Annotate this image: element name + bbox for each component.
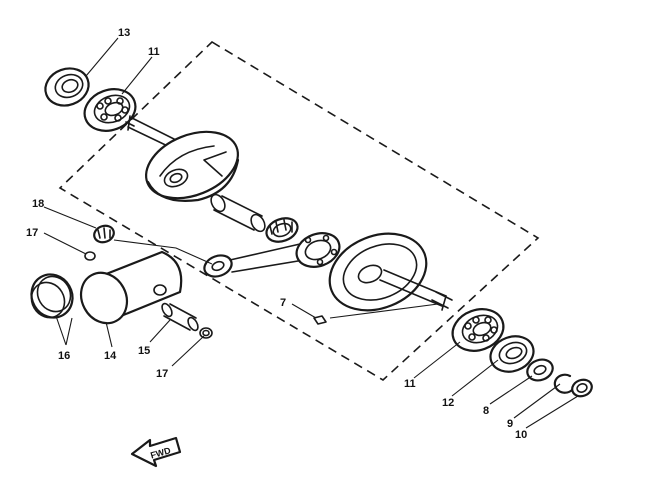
connecting-rod: [203, 232, 341, 278]
part-15-piston-pin: [161, 302, 199, 332]
forward-arrow-icon: FWD: [130, 436, 182, 468]
part-7-key: [313, 315, 327, 325]
part-8-washer: [526, 358, 554, 382]
callout-16: 16: [58, 350, 70, 362]
callout-17-lower: 17: [156, 368, 168, 380]
callout-11-lower: 11: [404, 378, 416, 390]
callout-12: 12: [442, 397, 454, 409]
callout-7: 7: [280, 297, 286, 309]
part-11-ball-bearing-upper: [83, 88, 137, 132]
callout-14: 14: [104, 350, 117, 362]
callout-15: 15: [138, 345, 150, 357]
assembly-boundary: [58, 40, 540, 381]
callout-9: 9: [507, 418, 513, 430]
callout-17-upper: 17: [26, 227, 38, 239]
part-17-circlip-upper: [84, 251, 96, 261]
part-12-oil-seal: [489, 335, 535, 373]
crank-half-right: [328, 232, 453, 312]
part-16-piston-rings: [30, 273, 74, 319]
part-17-circlip-lower: [199, 327, 213, 339]
callout-18: 18: [32, 198, 44, 210]
part-9-circlip: [553, 373, 574, 394]
crank-pin: [210, 193, 266, 233]
callout-8: 8: [483, 405, 489, 417]
big-end-needle-bearing: [265, 217, 299, 243]
part-18-small-end-bearing: [93, 224, 115, 244]
callout-10: 10: [515, 429, 527, 441]
part-14-piston: [79, 250, 183, 325]
callout-13: 13: [118, 27, 130, 39]
part-11-ball-bearing-lower: [451, 308, 505, 352]
leader-lines: [43, 37, 579, 429]
part-13-bearing: [44, 67, 90, 107]
callout-11-upper: 11: [148, 46, 160, 58]
part-10-collar: [571, 378, 593, 398]
crank-half-left: [125, 115, 240, 202]
